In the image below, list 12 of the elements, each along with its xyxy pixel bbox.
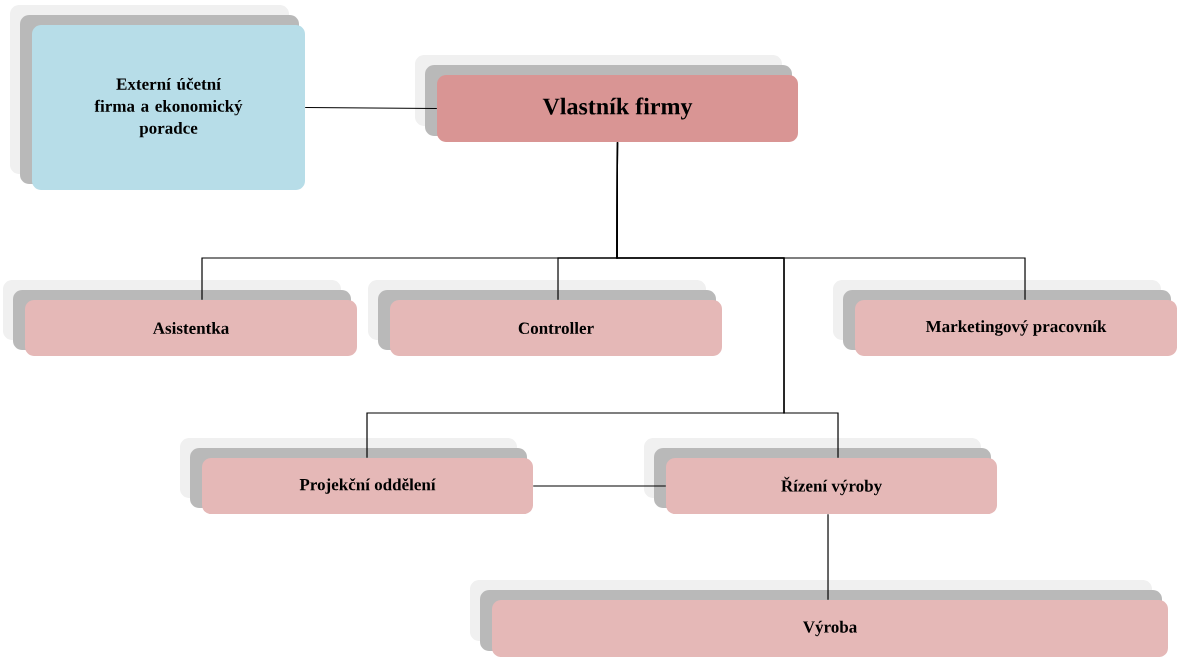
- connector-line: [304, 106, 438, 110]
- org-box: Externí účetní firma a ekonomický poradce: [10, 5, 305, 190]
- org-box: Výroba: [470, 580, 1168, 657]
- org-box: Marketingový pracovník: [833, 280, 1177, 356]
- org-box: Řízení výroby: [644, 438, 997, 514]
- org-box: Controller: [368, 280, 722, 356]
- connector-line: [827, 513, 829, 601]
- connector-line: [532, 485, 667, 487]
- org-box: Vlastník firmy: [415, 55, 798, 142]
- connector-line: [616, 141, 839, 459]
- org-box: Asistentka: [3, 280, 357, 356]
- org-box: Projekční oddělení: [180, 438, 533, 514]
